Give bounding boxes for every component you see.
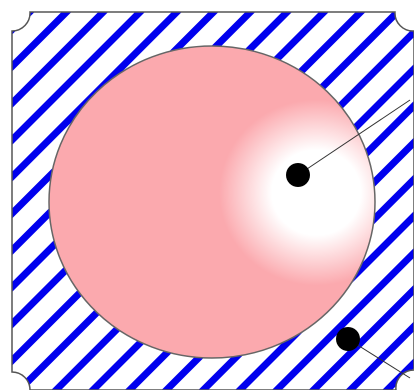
pointer-dot-circle <box>286 163 310 187</box>
pointer-dot-hatch <box>336 327 360 351</box>
pink-circle <box>49 46 375 358</box>
